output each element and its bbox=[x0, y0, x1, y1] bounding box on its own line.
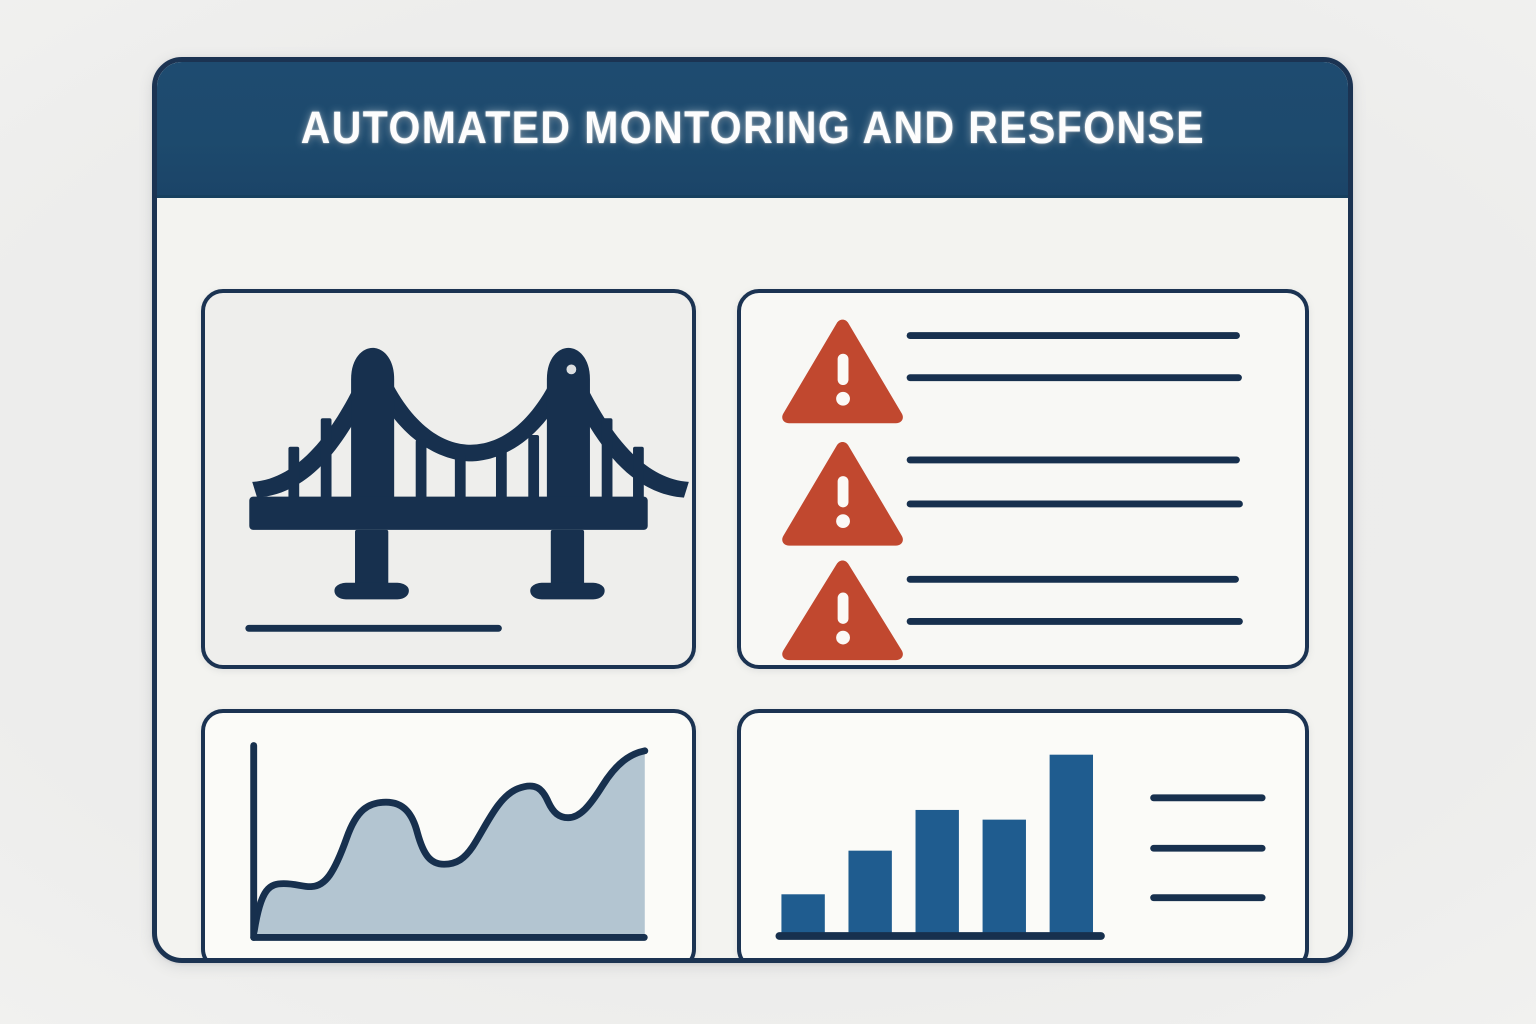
list-item[interactable] bbox=[782, 442, 1243, 546]
dashboard-header: AUTOMATED MONTORING AND RESFONSE bbox=[157, 62, 1348, 198]
bar-chart-panel[interactable] bbox=[737, 709, 1309, 958]
alert-text-line bbox=[906, 618, 1243, 625]
chart-y-axis bbox=[250, 742, 258, 941]
alert-text-line bbox=[906, 575, 1239, 583]
bar[interactable] bbox=[1049, 754, 1094, 935]
bar[interactable] bbox=[915, 809, 959, 935]
infrastructure-asset-panel[interactable] bbox=[201, 289, 696, 669]
page-title: AUTOMATED MONTORING AND RESFONSE bbox=[300, 102, 1205, 153]
list-item[interactable] bbox=[782, 560, 1243, 661]
area-series-fill bbox=[254, 750, 645, 938]
bar-chart-icon bbox=[775, 754, 1266, 940]
chart-baseline bbox=[775, 932, 1105, 940]
bar[interactable] bbox=[781, 894, 825, 935]
legend-rule bbox=[1150, 844, 1266, 852]
chart-x-axis bbox=[250, 934, 648, 941]
legend-rule bbox=[1150, 894, 1266, 902]
area-series-line bbox=[250, 747, 649, 935]
area-chart-icon bbox=[250, 742, 649, 941]
panel-grid bbox=[157, 199, 1348, 958]
trend-area-chart-panel[interactable] bbox=[201, 709, 696, 958]
alert-text-line bbox=[906, 500, 1243, 508]
alert-text-line bbox=[906, 456, 1240, 464]
asset-caption-rule bbox=[245, 624, 502, 632]
bridge-icon bbox=[245, 347, 689, 632]
dashboard-card: AUTOMATED MONTORING AND RESFONSE bbox=[152, 57, 1353, 963]
alerts-list bbox=[782, 319, 1243, 661]
list-item[interactable] bbox=[782, 319, 1242, 424]
bar[interactable] bbox=[848, 850, 892, 935]
alert-text-line bbox=[906, 374, 1242, 382]
bar[interactable] bbox=[982, 819, 1026, 935]
legend-rule bbox=[1150, 794, 1266, 802]
alert-text-line bbox=[906, 332, 1240, 340]
alerts-list-panel[interactable] bbox=[737, 289, 1309, 669]
